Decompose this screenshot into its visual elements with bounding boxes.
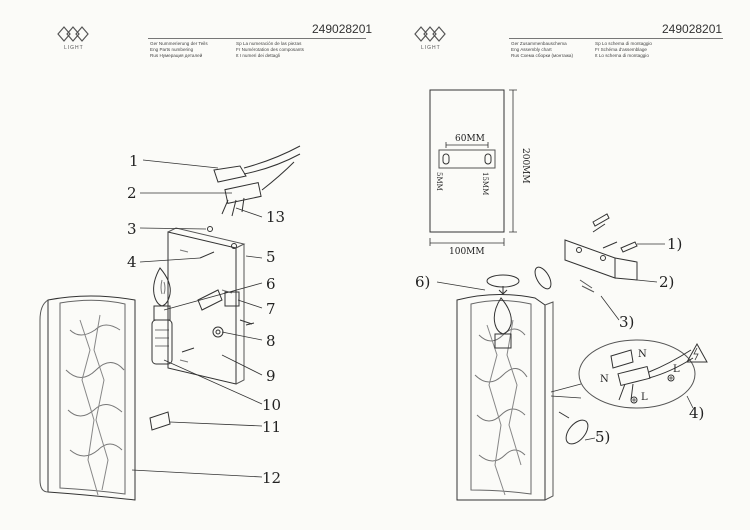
meta-line: Sp La numeración de las piezas	[236, 41, 302, 46]
step-leaders	[436, 243, 694, 441]
parts-numbering-page: LIGHT 249028201 Ger Nummerierung der Tei…	[39, 0, 376, 530]
bulb-drawing	[151, 267, 173, 365]
callout-1: 1	[129, 152, 139, 170]
meta-line: Fr Numérotation des composants	[236, 47, 304, 53]
wire-labels: N N L L	[600, 349, 680, 403]
meta-line: It Lo schema di montaggio	[595, 53, 649, 59]
header-languages-col1: Ger Nummerierung der Teils Eng Parts num…	[150, 41, 208, 60]
callout-4: 4	[127, 253, 137, 271]
wire-label-n-left: N	[600, 374, 609, 385]
dim-width: 100MM	[449, 247, 485, 257]
cap-drawing	[558, 411, 589, 445]
wiring-inset-drawing	[550, 339, 708, 409]
callout-6: 6	[266, 275, 276, 293]
lamp-body-drawing	[456, 293, 554, 501]
meta-line: Sp Lo schema di montaggio	[595, 41, 652, 46]
lamp-shade-drawing	[39, 295, 136, 501]
assembly-chart-page: LIGHT 249028201 Ger Zusammenbauschema En…	[375, 0, 750, 530]
step-3: 3)	[619, 313, 634, 331]
meta-line: Ger Nummerierung der Teils	[150, 41, 208, 46]
header-languages-col2: Sp Lo schema di montaggio Fr Schéma d'as…	[595, 41, 652, 60]
header-rule	[509, 38, 723, 39]
step-1: 1)	[667, 235, 682, 253]
step-2: 2)	[659, 273, 674, 291]
meta-line: Eng Assembly chart	[511, 47, 552, 53]
brand-logo-text: LIGHT	[421, 45, 441, 51]
exploded-parts-diagram: 1 2 3 4 5 6 7 8 9 10 11 12 13	[39, 145, 301, 501]
backplate-drawing	[167, 227, 253, 385]
callout-leaders	[131, 159, 263, 478]
mounting-bracket-drawing	[534, 223, 638, 293]
callout-10: 10	[262, 396, 281, 414]
dim-hole-left: 5MM	[435, 172, 443, 191]
callout-7: 7	[266, 300, 276, 318]
bulb-drawing	[486, 274, 520, 349]
dim-hole-right: 15MM	[481, 172, 489, 195]
brand-logo-icon	[57, 26, 89, 42]
hardware-drawing	[149, 226, 255, 431]
wire-label-l-right: L	[673, 364, 680, 375]
step-4: 4)	[689, 404, 704, 422]
connector-drawing	[213, 145, 301, 217]
callout-numbers: 1 2 3 4 5 6 7 8 9 10 11 12 13	[127, 152, 285, 487]
dim-hole-spacing: 60MM	[455, 134, 485, 144]
product-code: 249028201	[312, 22, 373, 36]
brand-logo-icon	[414, 26, 446, 42]
step-6: 6)	[415, 273, 430, 291]
step-5: 5)	[595, 428, 610, 446]
assembly-diagram: 60MM 100MM 200MM 5MM 15MM	[415, 89, 708, 501]
callout-5: 5	[266, 248, 276, 266]
header-languages-col2: Sp La numeración de las piezas Fr Numéro…	[236, 41, 304, 60]
step-numbers: 1) 2) 3) 4) 5) 6)	[415, 235, 704, 446]
dimension-labels: 60MM 100MM 200MM 5MM 15MM	[435, 134, 530, 257]
backplate-dimension-drawing	[429, 89, 517, 246]
callout-13: 13	[266, 208, 285, 226]
callout-12: 12	[262, 469, 281, 487]
product-code: 249028201	[662, 22, 723, 36]
meta-line: Ger Zusammenbauschema	[511, 41, 567, 46]
header-rule	[148, 38, 366, 39]
brand-logo-text: LIGHT	[64, 45, 84, 51]
callout-2: 2	[127, 184, 137, 202]
dim-height: 200MM	[520, 148, 530, 184]
callout-8: 8	[266, 332, 276, 350]
wall-plugs-drawing	[592, 213, 638, 253]
callout-3: 3	[127, 220, 137, 238]
callout-9: 9	[266, 367, 276, 385]
wire-label-l-bottom: L	[641, 392, 648, 403]
callout-11: 11	[262, 418, 281, 436]
meta-line: Rus Нумерация деталей	[150, 53, 203, 59]
meta-line: Fr Schéma d'assemblage	[595, 47, 647, 53]
header-languages-col1: Ger Zusammenbauschema Eng Assembly chart…	[511, 41, 573, 60]
meta-line: It I numeri dei dettagli	[236, 53, 280, 59]
meta-line: Eng Parts numbering	[150, 47, 194, 53]
wire-label-n-top: N	[638, 349, 647, 360]
meta-line: Rus Схема сборки (монтажа)	[511, 53, 573, 59]
